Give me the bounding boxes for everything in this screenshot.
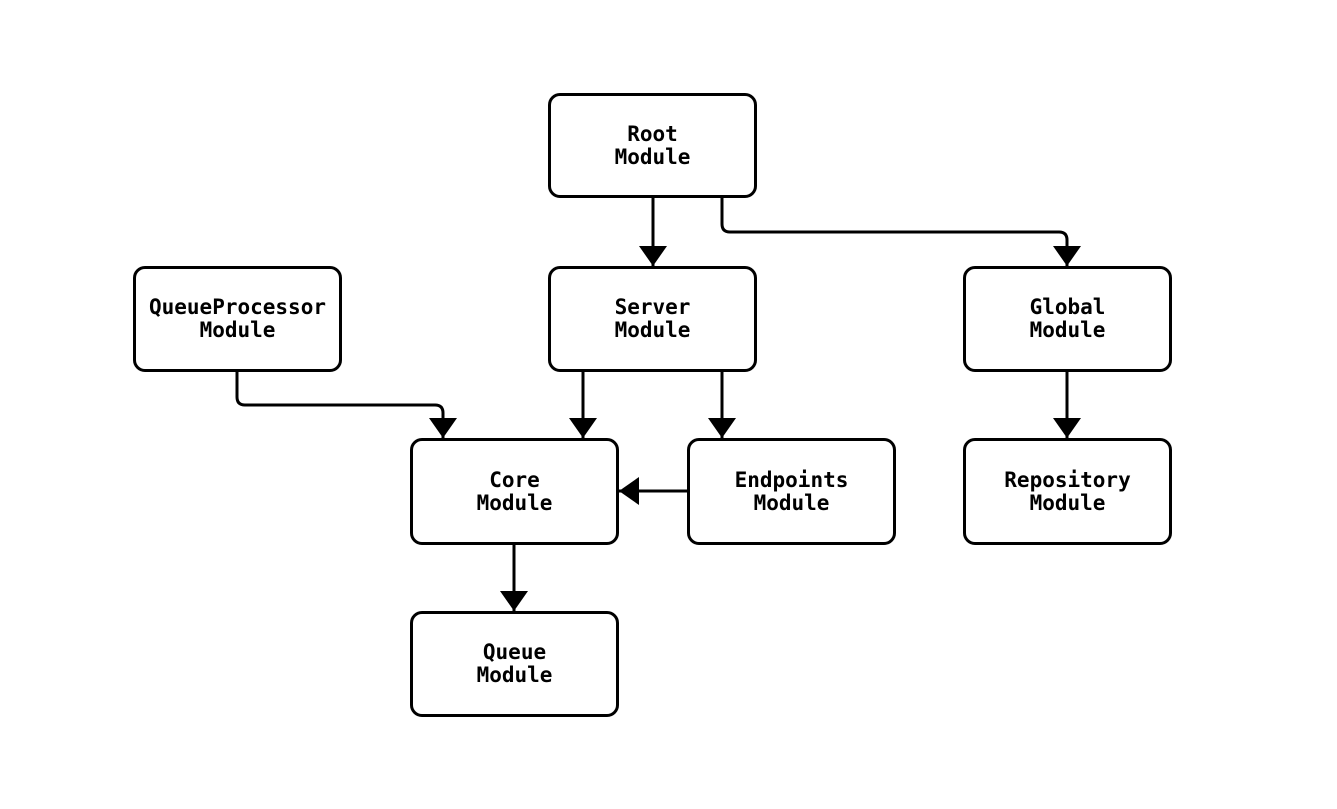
node-label-line: Module: [476, 663, 553, 687]
edge-root-to-global: [720, 198, 1081, 266]
node-label-line: Repository: [1004, 467, 1131, 492]
node-label-line: Global: [1029, 295, 1106, 319]
node-label-line: Root: [627, 121, 678, 146]
node-label-line: Core: [489, 467, 540, 492]
node-label-line: Module: [753, 490, 830, 515]
node-label-line: QueueProcessor: [148, 295, 326, 319]
node-label-line: Module: [614, 144, 691, 169]
node-label-line: Module: [199, 318, 276, 342]
node-label-line: Server: [614, 295, 691, 319]
node-label-line: Queue: [482, 640, 547, 664]
node-label-line: Module: [614, 318, 691, 342]
node-label-line: Module: [1029, 490, 1106, 515]
node-label-line: Module: [476, 490, 553, 515]
node-label-line: Module: [1029, 318, 1106, 342]
edge-queueprocessor-to-core: [235, 372, 457, 438]
node-label-line: Endpoints: [734, 467, 849, 492]
